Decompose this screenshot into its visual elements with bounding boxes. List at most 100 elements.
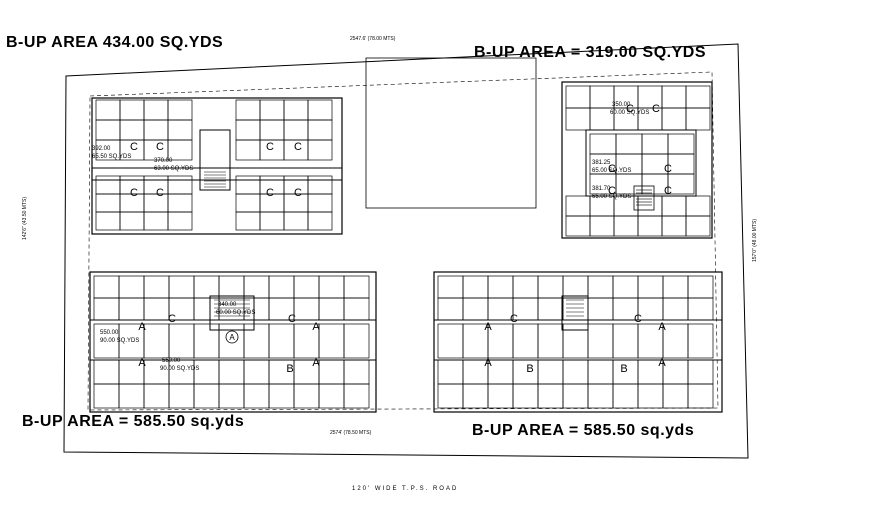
unit-letter: A: [484, 321, 492, 333]
room-outline: [143, 323, 170, 359]
room-outline: [565, 107, 591, 131]
room-outline: [91, 167, 343, 181]
room-outline: [235, 175, 261, 195]
area-note: 392.00: [92, 146, 111, 152]
room-outline: [587, 383, 614, 409]
room-outline: [615, 173, 643, 195]
room-outline: [318, 359, 345, 385]
room-outline: [167, 119, 193, 141]
room-outline: [662, 323, 689, 359]
room-outline: [268, 323, 295, 359]
unit-letter: C: [626, 103, 634, 115]
room-outline: [143, 383, 170, 409]
room-outline: [243, 383, 270, 409]
area-note: 60.00 SQ.YDS: [216, 310, 255, 316]
room-outline: [168, 383, 195, 409]
room-outline: [561, 295, 589, 331]
room-outline: [687, 359, 714, 385]
area-note: 65.00 SQ.YDS: [592, 168, 631, 174]
room-outline: [119, 99, 145, 121]
room-outline: [433, 319, 723, 361]
unit-letter: C: [664, 163, 672, 175]
room-outline: [613, 215, 639, 237]
room-outline: [587, 359, 614, 385]
area-note: 381.70: [592, 186, 611, 192]
room-outline: [487, 323, 514, 359]
room-outline: [637, 275, 664, 299]
unit-letter: C: [608, 163, 616, 175]
room-outline: [565, 215, 591, 237]
road-label: 120' WIDE T.P.S. ROAD: [352, 486, 459, 492]
room-outline: [167, 193, 193, 213]
room-outline: [259, 119, 285, 141]
room-outline: [307, 175, 333, 195]
room-outline: [307, 211, 333, 231]
room-outline: [218, 359, 245, 385]
heading-bottom-right-area: B-UP AREA = 585.50 sq.yds: [472, 422, 695, 439]
room-outline: [193, 359, 220, 385]
room-outline: [512, 383, 539, 409]
room-outline: [487, 383, 514, 409]
unit-letter: B: [526, 363, 533, 375]
room-outline: [343, 297, 370, 321]
room-outline: [685, 195, 711, 217]
room-outline: [562, 275, 589, 299]
room-outline: [437, 297, 464, 321]
heading-top-left-area: B-UP AREA 434.00 SQ.YDS: [6, 34, 224, 51]
room-outline: [218, 275, 245, 299]
room-outline: [685, 85, 711, 109]
dimension-top-edge: 2547.6' (78.00 MTS): [350, 36, 396, 42]
room-outline: [587, 275, 614, 299]
room-outline: [143, 275, 170, 299]
room-outline: [235, 211, 261, 231]
room-outline: [537, 297, 564, 321]
dimension-bottom-edge: 2574' (78.50 MTS): [330, 430, 372, 436]
unit-letter: B: [286, 363, 293, 375]
area-note: 370.00: [154, 158, 173, 164]
room-outline: [143, 119, 169, 141]
room-outline: [612, 323, 639, 359]
room-outline: [687, 297, 714, 321]
unit-letter: B: [620, 363, 627, 375]
room-outline: [565, 85, 591, 109]
room-outline: [537, 383, 564, 409]
room-outline: [235, 119, 261, 141]
room-outline: [167, 139, 193, 161]
unit-letter: C: [664, 185, 672, 197]
area-note: 381.25: [592, 160, 611, 166]
heading-bottom-left-area: B-UP AREA = 585.50 sq.yds: [22, 413, 245, 430]
area-note: 340.00: [218, 302, 237, 308]
room-outline: [95, 193, 121, 213]
area-note: 550.00: [162, 358, 181, 364]
room-outline: [587, 297, 614, 321]
room-outline: [143, 99, 169, 121]
plot-boundary: [63, 43, 749, 459]
room-outline: [307, 193, 333, 213]
unit-letter: C: [156, 187, 164, 199]
room-outline: [637, 215, 663, 237]
room-outline: [268, 275, 295, 299]
unit-letter: A: [312, 357, 320, 369]
room-outline: [687, 275, 714, 299]
room-outline: [143, 297, 170, 321]
room-outline: [95, 119, 121, 141]
room-outline: [193, 275, 220, 299]
room-outline: [562, 383, 589, 409]
room-outline: [562, 323, 589, 359]
room-outline: [318, 383, 345, 409]
area-note: 63.00 SQ.YDS: [154, 166, 193, 172]
room-outline: [307, 119, 333, 141]
room-outline: [93, 359, 120, 385]
room-outline: [143, 211, 169, 231]
room-outline: [293, 383, 320, 409]
unit-letter: A: [138, 321, 146, 333]
unit-letter: A: [312, 321, 320, 333]
room-outline: [95, 211, 121, 231]
room-outline: [243, 297, 270, 321]
room-outline: [687, 383, 714, 409]
unit-letter: A: [484, 357, 492, 369]
